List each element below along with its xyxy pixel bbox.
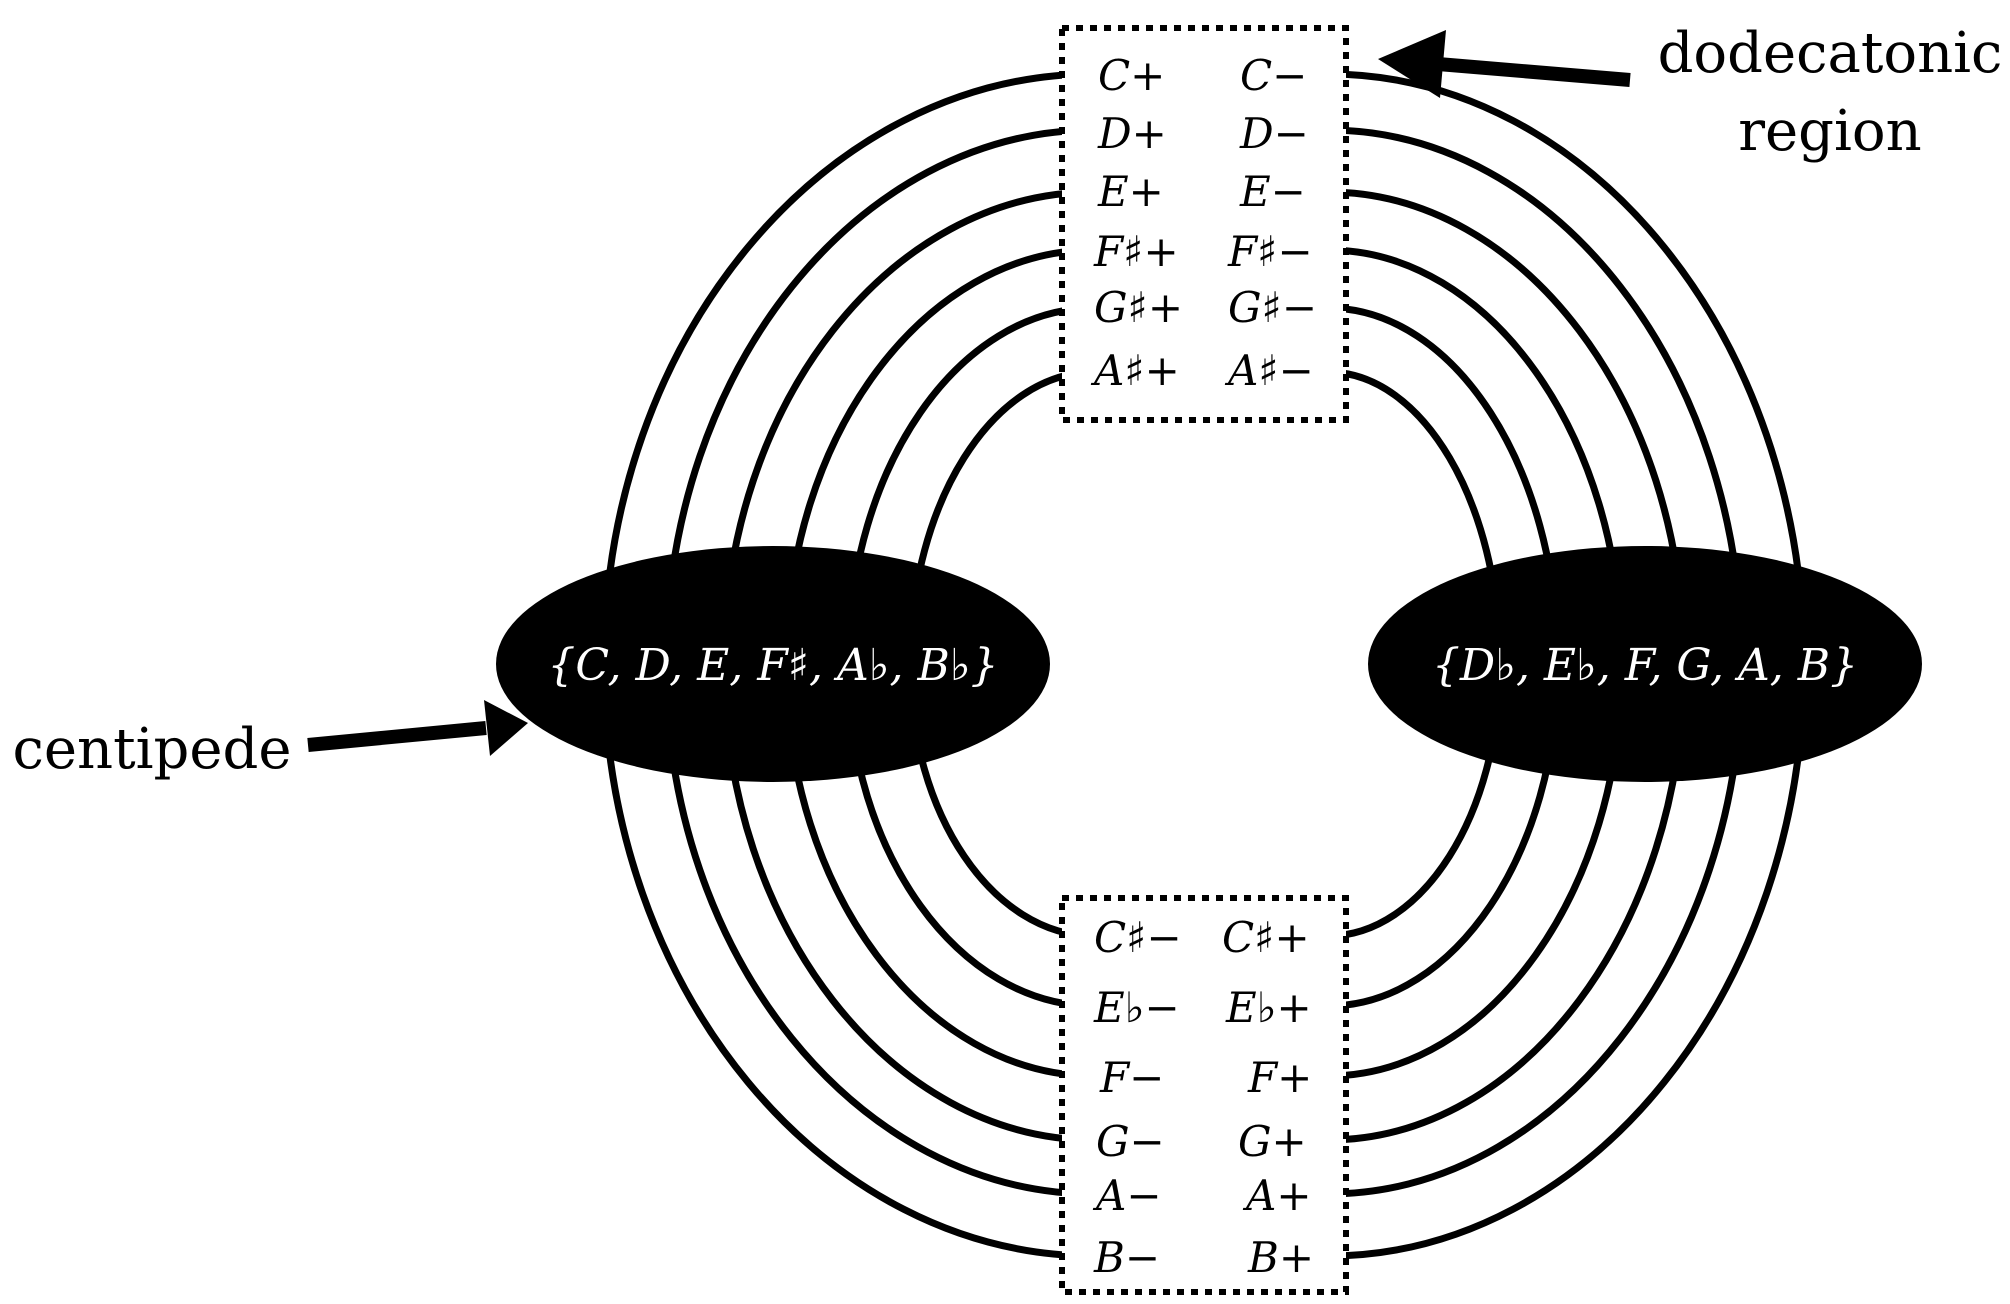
centipede-arrow bbox=[307, 700, 528, 756]
top-right-label-1: D− bbox=[1239, 109, 1309, 158]
top-right-label-0: C− bbox=[1240, 51, 1307, 100]
bottom-left-label-3: G− bbox=[1096, 1117, 1165, 1166]
dodecatonic-label: dodecatonic bbox=[1658, 21, 2003, 86]
bottom-region-labels: C♯− C♯+ E♭− E♭+ F− F+ G− G+ A− A+ B− B+ bbox=[1092, 913, 1314, 1282]
top-left-label-1: D+ bbox=[1097, 109, 1167, 158]
bottom-left-label-2: F− bbox=[1099, 1053, 1164, 1102]
dodecatonic-arrow bbox=[1378, 30, 1631, 98]
centipede-label: centipede bbox=[13, 717, 292, 782]
top-right-label-2: E− bbox=[1239, 167, 1306, 216]
left-node-label: {C, D, E, F♯, A♭, B♭} bbox=[547, 640, 998, 691]
left-node bbox=[496, 546, 1050, 782]
top-dodecatonic-box bbox=[1059, 25, 1349, 423]
region-label: region bbox=[1738, 99, 1921, 164]
right-node bbox=[1368, 546, 1922, 782]
bottom-right-label-4: A+ bbox=[1242, 1171, 1312, 1220]
top-left-label-3: F♯+ bbox=[1093, 227, 1179, 276]
bottom-right-label-3: G+ bbox=[1238, 1117, 1307, 1166]
bottom-left-label-4: A− bbox=[1092, 1171, 1162, 1220]
top-left-label-2: E+ bbox=[1097, 167, 1164, 216]
top-right-label-4: G♯− bbox=[1228, 283, 1317, 332]
bottom-right-label-5: B+ bbox=[1247, 1233, 1314, 1282]
bottom-left-label-0: C♯− bbox=[1094, 913, 1182, 962]
bottom-left-label-1: E♭− bbox=[1093, 983, 1180, 1032]
right-node-label: {D♭, E♭, F, G, A, B} bbox=[1432, 640, 1858, 691]
bottom-right-label-2: F+ bbox=[1247, 1053, 1312, 1102]
bottom-right-label-0: C♯+ bbox=[1222, 913, 1310, 962]
top-left-label-0: C+ bbox=[1098, 51, 1165, 100]
top-right-label-3: F♯− bbox=[1227, 227, 1313, 276]
top-left-label-5: A♯+ bbox=[1090, 346, 1180, 395]
top-region-labels: C+ C− D+ D− E+ E− F♯+ F♯− G♯+ G♯− A♯+ A♯… bbox=[1090, 51, 1317, 395]
bottom-right-label-1: E♭+ bbox=[1225, 983, 1312, 1032]
bottom-left-label-5: B− bbox=[1093, 1233, 1160, 1282]
bottom-dodecatonic-box bbox=[1059, 895, 1349, 1295]
top-left-label-4: G♯+ bbox=[1094, 283, 1183, 332]
top-right-label-5: A♯− bbox=[1224, 346, 1314, 395]
